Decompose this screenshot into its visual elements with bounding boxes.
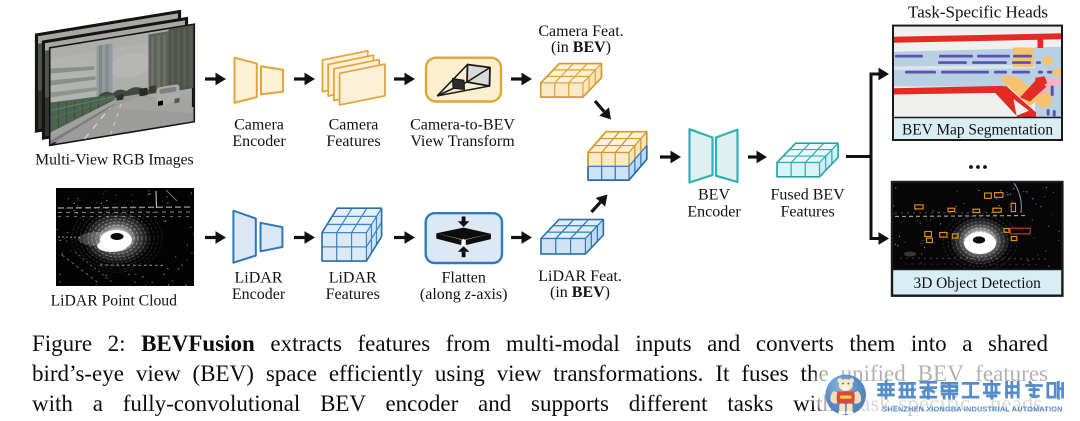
svg-text:Features: Features [780,203,834,220]
svg-text:LiDAR Point Cloud: LiDAR Point Cloud [51,293,178,310]
svg-text:Camera-to-BEV: Camera-to-BEV [410,116,515,133]
svg-text:(along z-axis): (along z-axis) [420,286,508,303]
svg-text:BEV Map Segmentation: BEV Map Segmentation [902,121,1053,138]
svg-text:Fused BEV: Fused BEV [770,186,845,203]
svg-text:LiDAR Feat.: LiDAR Feat. [538,268,622,285]
svg-text:Camera Feat.: Camera Feat. [538,23,623,40]
svg-text:Encoder: Encoder [687,203,741,220]
svg-text:(in BEV): (in BEV) [551,39,611,56]
svg-text:Camera: Camera [329,116,379,133]
svg-text:View Transform: View Transform [410,133,515,150]
svg-text:Flatten: Flatten [441,270,485,287]
svg-text:(in BEV): (in BEV) [550,284,610,301]
svg-text:Multi-View RGB Images: Multi-View RGB Images [35,152,194,169]
svg-text:Camera: Camera [234,116,284,133]
svg-text:Features: Features [326,133,380,150]
svg-text:Encoder: Encoder [232,286,286,303]
svg-text:Task-Specific Heads: Task-Specific Heads [908,3,1048,22]
svg-text:LiDAR: LiDAR [235,270,283,287]
svg-text:Features: Features [326,286,380,303]
svg-text:LiDAR: LiDAR [329,270,377,287]
svg-text:SHENZHEN XIONGBA INDUSTRIAL AU: SHENZHEN XIONGBA INDUSTRIAL AUTOMATION [882,404,1062,413]
svg-text:BEV: BEV [698,186,730,203]
svg-text:3D Object Detection: 3D Object Detection [914,275,1042,292]
svg-text:Encoder: Encoder [232,133,286,150]
